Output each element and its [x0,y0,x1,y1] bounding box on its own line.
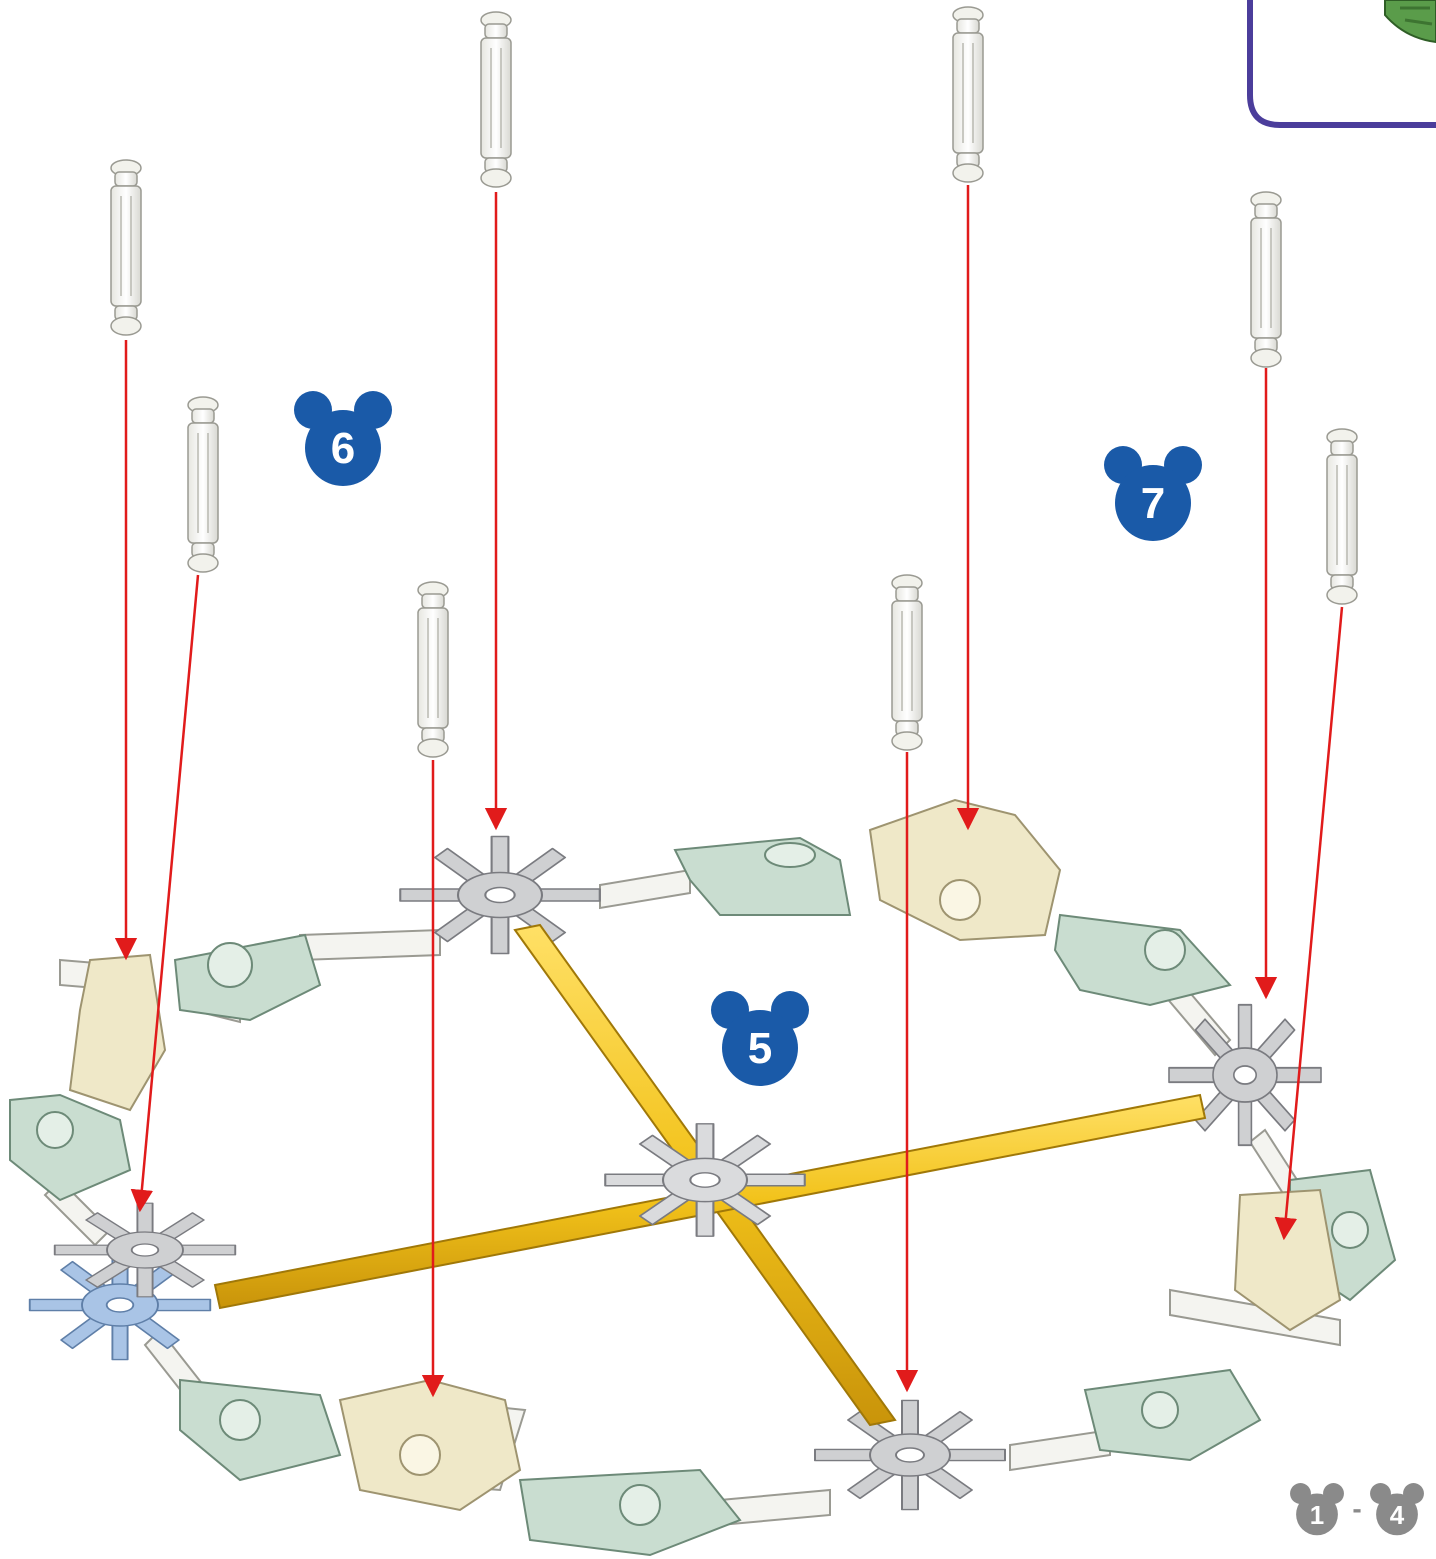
white-pin [953,7,983,182]
prior-steps-from: 1 [1310,1500,1324,1530]
red-arrow [1284,607,1342,1238]
inset-part-icon [1385,0,1436,42]
white-pin [481,12,511,187]
white-pin [188,397,218,572]
step-badge-6: 6 [294,391,392,486]
step-badge-5: 5 [711,991,809,1086]
prior-steps-to: 4 [1390,1500,1405,1530]
white-pin [418,582,448,757]
step-number-7: 7 [1141,479,1165,528]
prior-steps-separator: - [1352,1493,1361,1524]
inset-panel [1250,0,1436,125]
pins [111,7,1357,757]
step-number-5: 5 [748,1024,772,1073]
white-pin [1327,429,1357,604]
red-arrow [140,575,198,1210]
step-badge-7: 7 [1104,446,1202,541]
white-pin [1251,192,1281,367]
white-pin [892,575,922,750]
white-pin [111,160,141,335]
step-number-6: 6 [331,424,355,473]
prior-steps-badge: 1 - 4 [1290,1483,1424,1535]
